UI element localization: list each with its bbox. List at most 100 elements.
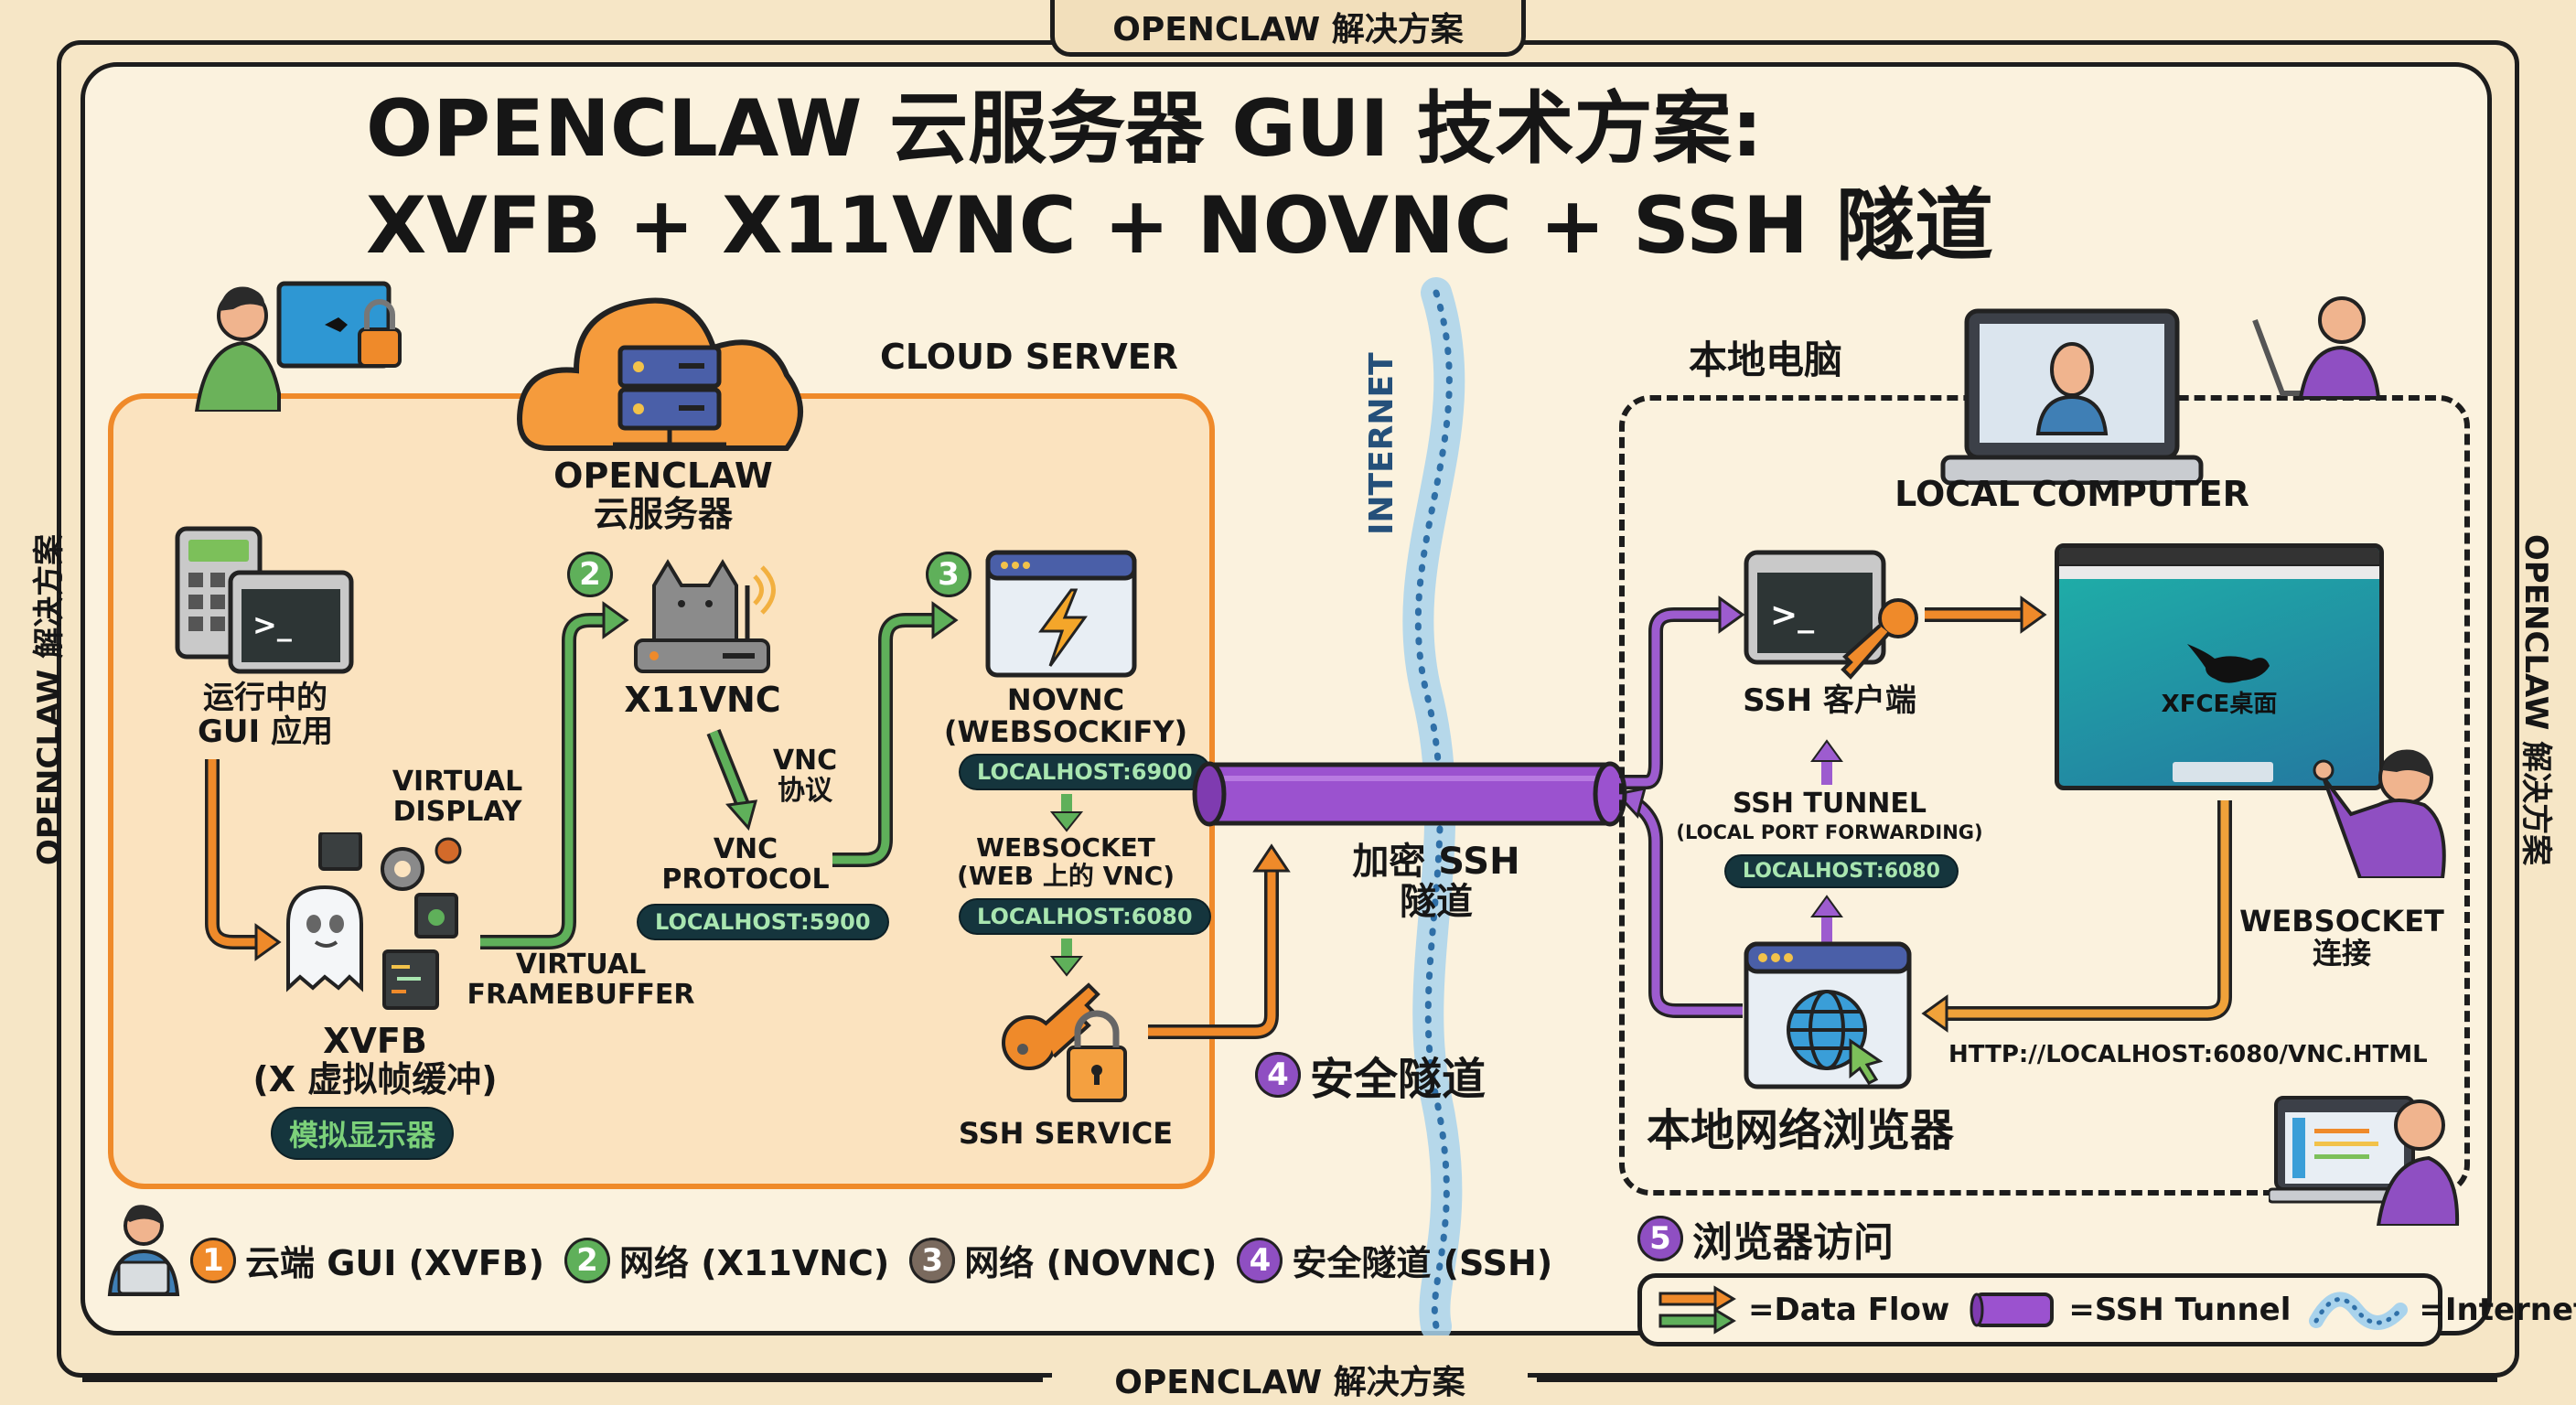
ssh-service-key-lock-icon xyxy=(1002,982,1127,1102)
xfce-desktop-label: XFCE桌面 xyxy=(2161,691,2278,718)
xfce-desktop-window[interactable]: XFCE桌面 xyxy=(2055,543,2384,790)
gui-app-label-line-2: GUI 应用 xyxy=(197,713,333,751)
svg-text:>_: >_ xyxy=(252,607,292,642)
local-browser-label: 本地网络浏览器 xyxy=(1647,1105,1955,1156)
ssh-tunnel-line-1: SSH TUNNEL xyxy=(1732,788,1927,820)
footer-label: OPENCLAW 解决方案 xyxy=(1052,1354,1528,1405)
xvfb-label: XVFB (X 虚拟帧缓冲) xyxy=(201,1021,549,1099)
cursor-icon xyxy=(1849,1038,1884,1085)
gui-app-icon: >_ xyxy=(175,526,354,674)
legend-data-flow: =Data Flow xyxy=(1657,1284,1949,1335)
xvfb-pill: 模拟显示器 xyxy=(273,1109,453,1158)
step-legend-item-2: 2 网络 (X11VNC) xyxy=(564,1235,889,1285)
gui-app-label-line-1: 运行中的 xyxy=(203,680,327,716)
x11vnc-cat-router-icon xyxy=(634,559,776,673)
step-badge-4: 4 xyxy=(1255,1052,1301,1098)
xvfb-label-line-1: XVFB xyxy=(323,1021,427,1061)
step-legend-item-3: 3 网络 (NOVNC) xyxy=(909,1235,1217,1285)
gui-app-label: 运行中的 GUI 应用 xyxy=(160,681,370,750)
title-line-2: XVFB + X11VNC + NOVNC + SSH 隧道 xyxy=(366,180,1993,272)
footer-line-right xyxy=(1537,1378,2497,1382)
vnc-url-label[interactable]: HTTP://LOCALHOST:6080/VNC.HTML xyxy=(1948,1041,2428,1068)
user-browsing-illustration xyxy=(2269,1096,2460,1226)
step-legend-badge-2: 2 xyxy=(564,1237,611,1283)
user-laptop-avatar xyxy=(107,1205,180,1296)
vnc-protocol-label: VNC PROTOCOL xyxy=(640,834,851,895)
data-flow-arrows-icon xyxy=(1658,1285,1736,1335)
step-legend: 1 云端 GUI (XVFB) 2 网络 (X11VNC) 3 网络 (NOVN… xyxy=(190,1235,1552,1285)
legend-ssh-tunnel: =SSH Tunnel xyxy=(1968,1287,2291,1333)
vnc-cn-line-2: 协议 xyxy=(778,775,832,807)
websocket-label-line-2: (WEB 上的 VNC) xyxy=(956,860,1175,891)
novnc-label-line-1: NOVNC xyxy=(1006,682,1125,717)
virtual-display-label: VIRTUAL DISPLAY xyxy=(375,767,540,827)
step-legend-item-4: 4 安全隧道 (SSH) xyxy=(1237,1235,1552,1285)
ssh-tunnel-pipe xyxy=(1192,761,1627,827)
ssh-client-terminal-icon: >_ xyxy=(1744,550,1918,680)
x11vnc-label: X11VNC xyxy=(624,680,781,720)
xfce-dock[interactable] xyxy=(2173,762,2273,782)
header-tab: OPENCLAW 解决方案 xyxy=(1050,0,1526,57)
step-badge-3: 3 xyxy=(926,552,971,597)
local-zone-label: 本地电脑 xyxy=(1681,329,1851,385)
legend-internet-label: =Internet xyxy=(2419,1292,2576,1328)
legend-internet: =Internet xyxy=(2309,1284,2576,1335)
step-legend-badge-4: 4 xyxy=(1237,1237,1283,1283)
step-legend-item-5: 5 浏览器访问 xyxy=(1637,1209,1894,1268)
local-websocket-label: WEBSOCKET 连接 xyxy=(2232,904,2452,971)
footer-line-left xyxy=(82,1378,1043,1382)
symbol-legend: =Data Flow =SSH Tunnel =Internet xyxy=(1637,1273,2576,1346)
cloud-server-label: CLOUD SERVER xyxy=(880,337,1178,377)
xvfb-label-line-2: (X 虚拟帧缓冲) xyxy=(252,1058,498,1099)
encrypted-tunnel-label: 加密 SSH 隧道 xyxy=(1317,842,1555,922)
websocket-port-pill: LOCALHOST:6080 xyxy=(961,900,1209,933)
secure-tunnel-callout: 4 安全隧道 xyxy=(1255,1043,1486,1107)
step-legend-label-1: 云端 GUI (XVFB) xyxy=(245,1243,545,1283)
novnc-browser-icon xyxy=(985,550,1137,678)
virtual-framebuffer-line-2: FRAMEBUFFER xyxy=(467,979,695,1011)
user-pointing-illustration xyxy=(2313,749,2446,878)
step-legend-label-5: 浏览器访问 xyxy=(1692,1219,1894,1266)
local-websocket-line-2: 连接 xyxy=(2312,936,2371,971)
secure-tunnel-label: 安全隧道 xyxy=(1310,1054,1487,1105)
legend-data-flow-label: =Data Flow xyxy=(1748,1292,1950,1328)
novnc-port-pill: LOCALHOST:6900 xyxy=(961,756,1209,788)
step-legend-badge-5: 5 xyxy=(1637,1216,1683,1261)
cloud-server-icon xyxy=(517,297,803,451)
vnc-cn-label: VNC 协议 xyxy=(764,745,846,806)
xfce-mouse-logo xyxy=(2187,644,2270,683)
ssh-service-label: SSH SERVICE xyxy=(958,1116,1174,1151)
step-legend-badge-3: 3 xyxy=(909,1237,956,1283)
ssh-tunnel-port-pill: LOCALHOST:6080 xyxy=(1726,856,1957,886)
window-menubar xyxy=(2059,566,2379,579)
step-legend-label-4: 安全隧道 (SSH) xyxy=(1292,1243,1553,1283)
virtual-framebuffer-line-1: VIRTUAL xyxy=(515,949,647,981)
ssh-tunnel-pipe-icon xyxy=(1970,1292,2055,1327)
step-legend-badge-1: 1 xyxy=(190,1237,236,1283)
lock-icon xyxy=(358,327,402,368)
vnc-port-pill: LOCALHOST:5900 xyxy=(639,906,887,938)
step-badge-2: 2 xyxy=(567,552,613,597)
novnc-label: NOVNC (WEBSOCKIFY) xyxy=(942,682,1189,748)
encrypted-tunnel-line-2: 隧道 xyxy=(1400,881,1473,923)
step-legend-label-3: 网络 (NOVNC) xyxy=(964,1243,1218,1283)
header-tab-label: OPENCLAW 解决方案 xyxy=(1112,10,1464,48)
vnc-protocol-line-2: PROTOCOL xyxy=(661,863,830,896)
server-label: OPENCLAW 云服务器 xyxy=(531,456,796,534)
server-label-line-2: 云服务器 xyxy=(593,493,733,534)
xvfb-ghost-icon xyxy=(286,832,462,1010)
internet-squiggle-icon xyxy=(2309,1292,2409,1330)
vnc-protocol-line-1: VNC xyxy=(713,833,778,865)
ssh-tunnel-info: SSH TUNNEL (LOCAL PORT FORWARDING) xyxy=(1674,788,1985,843)
svg-text:>_: >_ xyxy=(1770,596,1814,634)
title-line-1: OPENCLAW 云服务器 GUI 技术方案: xyxy=(366,83,1763,175)
ssh-tunnel-line-2: (LOCAL PORT FORWARDING) xyxy=(1676,821,1983,843)
websocket-label-line-1: WEBSOCKET xyxy=(976,832,1155,863)
local-computer-laptop-icon xyxy=(1940,308,2204,485)
websocket-label: WEBSOCKET (WEB 上的 VNC) xyxy=(933,832,1198,891)
virtual-display-line-1: VIRTUAL xyxy=(392,766,523,798)
local-websocket-line-1: WEBSOCKET xyxy=(2239,904,2444,938)
local-browser-icon xyxy=(1744,941,1912,1089)
key-icon xyxy=(1878,598,1918,638)
